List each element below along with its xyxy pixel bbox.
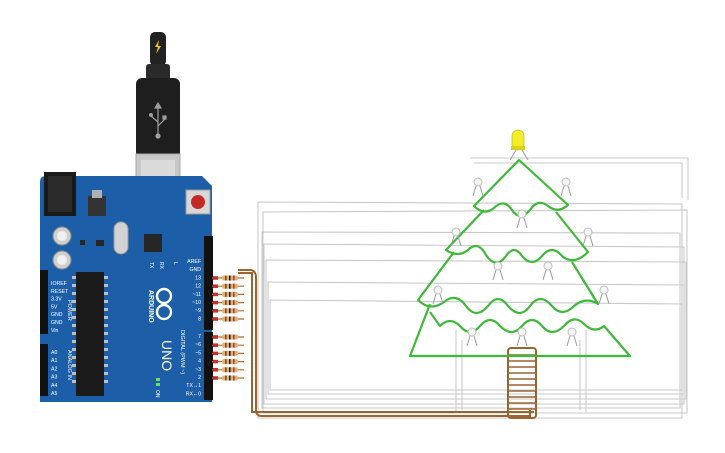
pin-label: GND bbox=[51, 320, 63, 326]
led-clear[interactable] bbox=[472, 177, 484, 197]
digital-header-label: DIGITAL (PWM ~) bbox=[179, 330, 185, 374]
led-clear[interactable] bbox=[516, 209, 528, 229]
led-clear[interactable] bbox=[466, 327, 478, 347]
tree-outline-wire[interactable] bbox=[408, 158, 632, 358]
gray-wire-loop-3[interactable] bbox=[261, 231, 681, 409]
pin-label: ~11 bbox=[193, 292, 202, 298]
led-clear[interactable] bbox=[582, 227, 594, 247]
gray-wire-verticals[interactable] bbox=[455, 330, 587, 412]
gray-wire-loop-7[interactable] bbox=[269, 299, 683, 391]
resistor[interactable] bbox=[212, 308, 244, 314]
pin-label: ~9 bbox=[195, 308, 201, 314]
pin-label: ~10 bbox=[192, 300, 201, 306]
resistor-bank bbox=[212, 275, 244, 381]
pin-label: RESET bbox=[51, 289, 69, 295]
l-label: L bbox=[172, 262, 178, 265]
resistor[interactable] bbox=[212, 375, 244, 381]
pin-label: 5V bbox=[51, 304, 58, 310]
pin-label: 2 bbox=[198, 375, 201, 381]
lightning-bolt-icon bbox=[155, 40, 161, 54]
pin-label: ~6 bbox=[195, 342, 201, 348]
resistor[interactable] bbox=[212, 291, 244, 297]
pin-label: RX←0 bbox=[186, 391, 201, 397]
pin-label: 7 bbox=[198, 334, 201, 340]
resistor[interactable] bbox=[212, 367, 244, 373]
pin-label: GND bbox=[51, 312, 63, 318]
analog-header-label: ANALOG IN bbox=[66, 350, 72, 380]
gray-wire-loop-4[interactable] bbox=[263, 243, 685, 405]
pin-label: TX→1 bbox=[186, 383, 201, 389]
pin-label: A3 bbox=[51, 375, 57, 381]
pin-label: AREF bbox=[187, 259, 201, 265]
gray-wire-loop-2[interactable] bbox=[262, 209, 688, 414]
pin-label: 8 bbox=[198, 316, 201, 322]
pin-label: A0 bbox=[51, 350, 57, 356]
gray-wire-loop-5[interactable] bbox=[265, 259, 687, 400]
digital-pin-labels-upper: AREF GND 13 12 ~11 ~10 ~9 8 bbox=[187, 259, 201, 322]
atmega-chip bbox=[76, 272, 104, 396]
pin-label: A2 bbox=[51, 366, 57, 372]
tree-leds bbox=[432, 129, 610, 347]
usb-symbol-icon bbox=[149, 101, 167, 139]
on-led bbox=[156, 378, 160, 381]
resistor[interactable] bbox=[212, 316, 244, 322]
analog-header bbox=[40, 344, 48, 396]
resistor[interactable] bbox=[212, 283, 244, 289]
crystal bbox=[113, 221, 129, 255]
pin-label: 3.3V bbox=[51, 297, 62, 303]
digital-pin-labels-lower: 7 ~6 ~5 4 ~3 2TX→1RX←0 bbox=[186, 334, 201, 397]
on-label: ON bbox=[154, 390, 160, 398]
resistor[interactable] bbox=[212, 334, 244, 340]
led-clear[interactable] bbox=[450, 227, 462, 247]
usb-chip bbox=[144, 234, 162, 252]
pin-label: IOREF bbox=[51, 281, 67, 287]
gray-wire-loop-6[interactable] bbox=[267, 281, 685, 395]
pin-label: ~5 bbox=[195, 350, 201, 356]
led-clear[interactable] bbox=[598, 285, 610, 305]
resistor[interactable] bbox=[212, 342, 244, 348]
infinity-logo-icon bbox=[155, 287, 173, 321]
led-clear[interactable] bbox=[516, 327, 528, 347]
led-top-yellow[interactable] bbox=[509, 129, 529, 161]
led-clear[interactable] bbox=[560, 177, 572, 197]
digital-header-lower bbox=[204, 332, 213, 400]
resistor[interactable] bbox=[212, 359, 244, 365]
power-header bbox=[40, 270, 48, 334]
pin-label: A4 bbox=[51, 383, 57, 389]
voltage-regulator bbox=[88, 196, 106, 216]
tx-label: TX bbox=[148, 262, 154, 269]
led-clear[interactable] bbox=[566, 327, 578, 347]
gray-wire-top-right[interactable] bbox=[470, 157, 689, 200]
pin-label: Vin bbox=[51, 328, 59, 334]
rx-label: RX bbox=[158, 262, 164, 270]
digital-header-upper bbox=[204, 236, 213, 330]
gray-wire-group bbox=[257, 157, 689, 419]
pin-label: A5 bbox=[51, 391, 57, 397]
resistor[interactable] bbox=[212, 350, 244, 356]
pin-label: A1 bbox=[51, 358, 57, 364]
pin-label: 4 bbox=[198, 359, 201, 365]
resistor[interactable] bbox=[212, 300, 244, 306]
model-label: UNO bbox=[159, 340, 175, 371]
led-clear[interactable] bbox=[542, 261, 554, 281]
pin-label: GND bbox=[189, 267, 201, 273]
led-clear[interactable] bbox=[492, 261, 504, 281]
pin-label: ~3 bbox=[195, 367, 201, 373]
gray-wire-top-right-2[interactable] bbox=[474, 162, 683, 198]
led-clear[interactable] bbox=[432, 285, 444, 305]
brand-label: ARDUINO bbox=[147, 290, 154, 323]
power-header-label: POWER bbox=[66, 300, 72, 321]
brown-common-wire[interactable] bbox=[238, 269, 537, 419]
pin-label: 13 bbox=[195, 275, 201, 281]
pin-label: 12 bbox=[195, 284, 201, 290]
resistor[interactable] bbox=[212, 275, 244, 281]
